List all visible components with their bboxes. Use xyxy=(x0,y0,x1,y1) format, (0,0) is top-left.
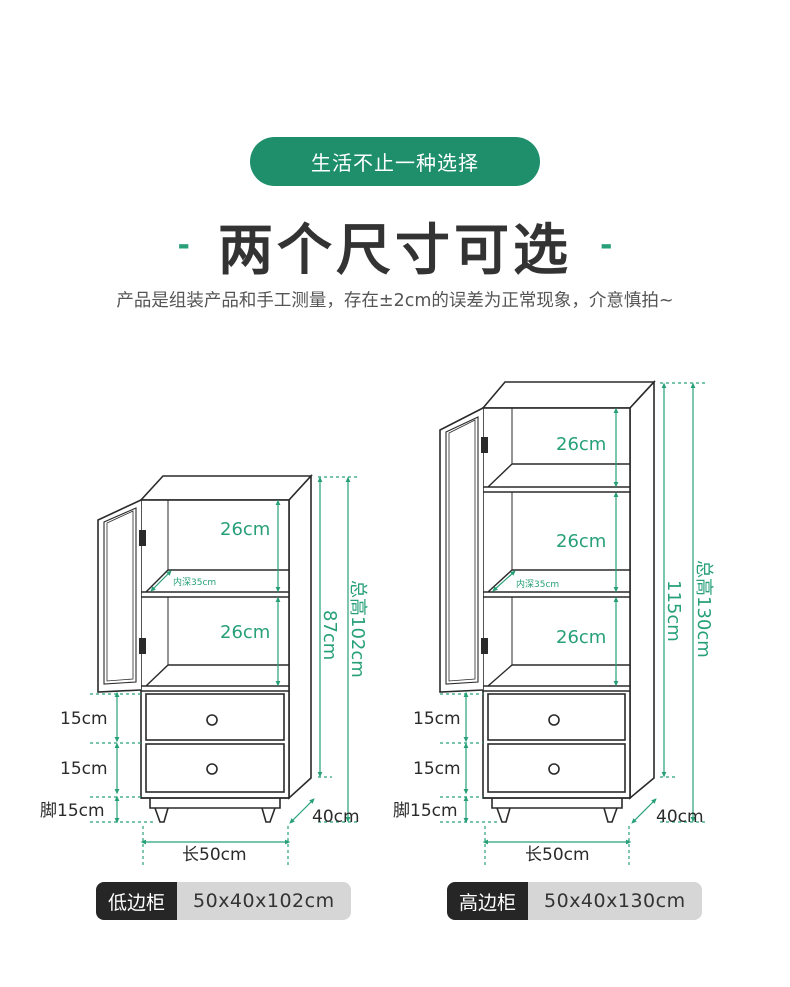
low-cabinet-labels: 26cm 26cm 内深35cm 15cm 15cm 脚15cm 40cm 长5… xyxy=(40,519,368,865)
tall-label-drawer-top: 15cm xyxy=(413,709,461,729)
low-cabinet-shelf-2 xyxy=(141,664,289,692)
tall-label-depth: 40cm xyxy=(656,807,704,827)
low-label-drawer-top: 15cm xyxy=(60,709,108,729)
tall-cabinet-dimensions xyxy=(440,382,705,868)
tall-cabinet-shelf-3 xyxy=(483,664,630,692)
low-cabinet-leg-right xyxy=(261,807,276,823)
tall-label-leg: 脚15cm xyxy=(393,801,458,821)
low-label-body-height: 87cm xyxy=(319,610,340,660)
low-cabinet xyxy=(97,473,313,823)
low-cabinet-caption-size: 50x40x102cm xyxy=(177,882,351,920)
low-label-depth: 40cm xyxy=(312,807,360,827)
low-cabinet-leg-left xyxy=(154,807,169,823)
low-label-leg: 脚15cm xyxy=(40,801,105,821)
tall-cabinet-shelf-1 xyxy=(483,463,630,493)
low-cabinet-door-glass xyxy=(103,507,137,685)
low-cabinet-drawer-knob-bottom xyxy=(206,763,218,775)
tall-cabinet-side-panel xyxy=(629,379,655,800)
tall-cabinet-leg-left xyxy=(496,807,511,823)
title-dash-right: - xyxy=(600,227,613,263)
low-cabinet-dimensions xyxy=(90,476,360,868)
tall-cabinet-door xyxy=(439,407,484,693)
low-label-inner-depth: 内深35cm xyxy=(173,576,216,588)
low-cabinet-drawer-knob-top xyxy=(206,714,218,726)
low-cabinet-door xyxy=(97,499,142,693)
tall-cabinet-top xyxy=(481,381,656,409)
tall-label-shelf-low: 26cm xyxy=(556,627,606,648)
low-cabinet-base xyxy=(141,797,289,809)
low-cabinet-hinge-top xyxy=(139,530,146,546)
tall-cabinet-door-glass xyxy=(445,416,479,685)
low-cabinet-top xyxy=(139,475,313,501)
low-label-shelf-mid: 26cm xyxy=(220,622,270,643)
tall-cabinet-base xyxy=(483,797,630,809)
tall-cabinet-door-glass-inner xyxy=(448,419,476,682)
tall-cabinet-drawer-top xyxy=(487,693,626,741)
dim-low-inner-depth xyxy=(150,570,172,592)
low-cabinet-drawer-bottom xyxy=(145,743,285,793)
tall-cabinet-frame xyxy=(482,407,631,799)
tall-cabinet-hinge-top xyxy=(481,437,488,453)
low-cabinet-caption-name: 低边柜 xyxy=(96,882,178,920)
low-cabinet-caption: 低边柜 50x40x102cm xyxy=(96,882,351,920)
title-dash-left: - xyxy=(177,227,190,263)
tall-cabinet-drawer-knob-top xyxy=(548,714,560,726)
tall-cabinet-drawer-knob-bottom xyxy=(548,763,560,775)
tall-cabinet-drawer-bottom xyxy=(487,743,626,793)
tall-cabinet-caption: 高边柜 50x40x130cm xyxy=(447,882,702,920)
tall-cabinet xyxy=(439,379,656,823)
low-cabinet-drawer-top xyxy=(145,693,285,741)
dim-tall-depth xyxy=(631,798,657,824)
tall-label-inner-depth: 内深35cm xyxy=(516,578,559,590)
low-cabinet-door-glass-inner xyxy=(106,510,134,682)
low-label-width: 长50cm xyxy=(182,845,247,865)
tall-cabinet-leg-right xyxy=(603,807,618,823)
low-cabinet-frame xyxy=(140,499,290,799)
measurement-note: 产品是组装产品和手工测量，存在±2cm的误差为正常现象，介意慎拍~ xyxy=(116,291,674,311)
low-cabinet-hinge-bottom xyxy=(139,638,146,654)
low-cabinet-side-panel xyxy=(288,473,312,800)
tall-label-width: 长50cm xyxy=(525,845,590,865)
tall-cabinet-labels: 26cm 26cm 26cm 内深35cm 15cm 15cm 脚15cm 40… xyxy=(393,434,714,865)
tall-label-drawer-bottom: 15cm xyxy=(413,759,461,779)
tall-label-total-height: 总高130cm xyxy=(693,560,714,658)
tall-label-shelf-top: 26cm xyxy=(556,434,606,455)
page-title: 两个尺寸可选 xyxy=(217,218,572,282)
tall-cabinet-caption-name: 高边柜 xyxy=(447,882,529,920)
tall-cabinet-hinge-bottom xyxy=(481,638,488,654)
tall-label-body-height: 115cm xyxy=(663,580,684,642)
low-label-shelf-top: 26cm xyxy=(220,519,270,540)
dim-low-depth xyxy=(289,798,315,824)
tall-label-shelf-mid: 26cm xyxy=(556,531,606,552)
header-badge: 生活不止一种选择 xyxy=(250,137,540,186)
low-label-total-height: 总高102cm xyxy=(347,580,368,678)
tall-cabinet-caption-size: 50x40x130cm xyxy=(528,882,702,920)
title-row: - 两个尺寸可选 - xyxy=(0,205,790,285)
low-label-drawer-bottom: 15cm xyxy=(60,759,108,779)
dim-tall-inner-depth xyxy=(492,570,516,592)
